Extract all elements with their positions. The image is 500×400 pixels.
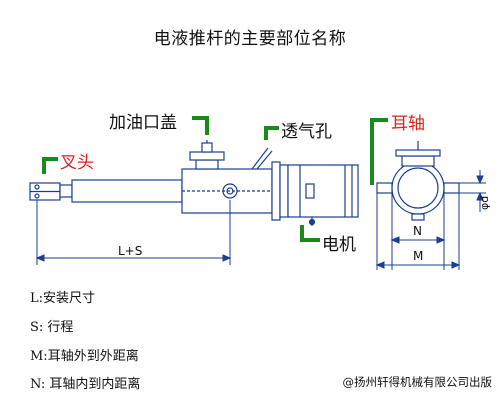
leader-oil-cap: [192, 116, 209, 135]
piston-rod: [71, 179, 183, 203]
leader-lines: [42, 116, 388, 242]
leader-vent: [264, 126, 279, 140]
end-view: [376, 141, 460, 221]
diagram-title: 电液推杆的主要部位名称: [153, 29, 347, 49]
leader-fork-head: [42, 157, 58, 174]
leader-motor: [300, 225, 320, 242]
label-vent-hole: 透气孔: [281, 122, 332, 142]
label-ear-shaft: 耳轴: [391, 114, 425, 134]
leader-ear-shaft: [370, 118, 388, 185]
dimension-nm: [375, 170, 486, 270]
label-motor: 电机: [322, 235, 356, 255]
legend-n: N: 耳轴内到内距离: [30, 377, 141, 392]
label-oil-filler-cap: 加油口盖: [109, 113, 177, 133]
legend-l: L:安装尺寸: [30, 291, 96, 306]
legend-m: M:耳轴外到外距离: [30, 349, 139, 364]
label-fork-head: 叉头: [60, 153, 94, 173]
dim-label-phi-d: φd: [478, 195, 491, 210]
dimension-ls: [35, 200, 232, 265]
dim-label-m: M: [413, 249, 424, 263]
actuator-body: [29, 140, 359, 226]
copyright-text: @扬州轩得机械有限公司出版: [342, 375, 493, 389]
motor-body: [287, 164, 359, 218]
legend-s: S: 行程: [30, 320, 74, 335]
dim-label-n: N: [413, 224, 422, 238]
dim-label-ls: L+S: [118, 244, 143, 258]
